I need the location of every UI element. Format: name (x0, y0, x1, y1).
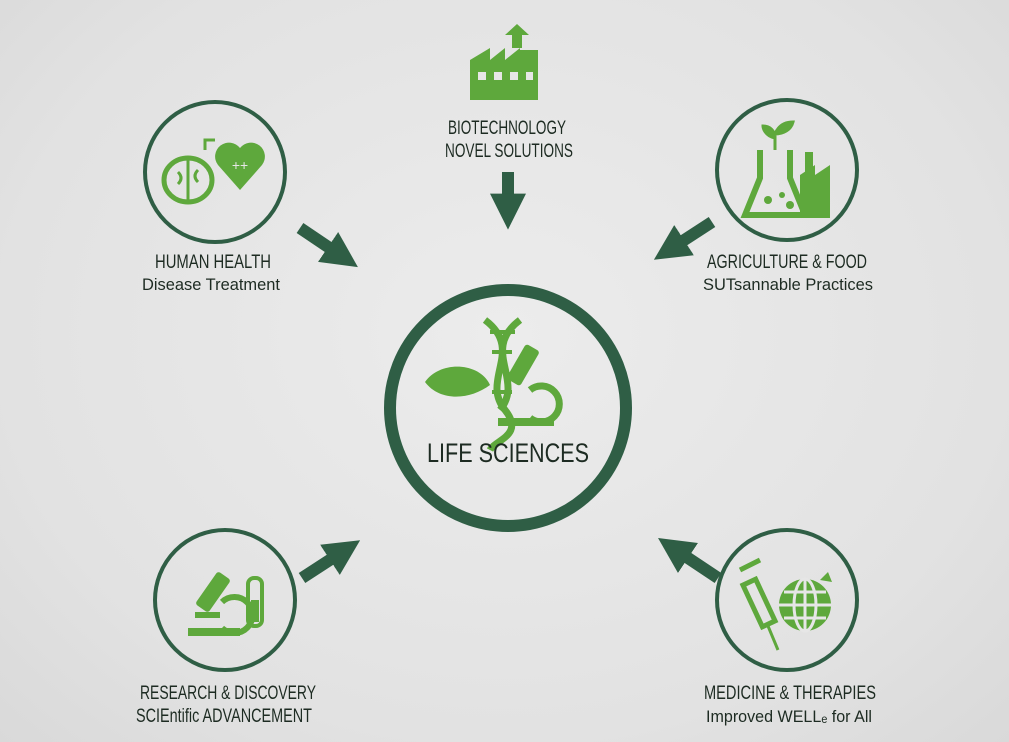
node-subtitle: NOVEL SOLUTIONS (445, 141, 573, 162)
node-title: HUMAN HEALTH (155, 252, 271, 273)
arrow (653, 216, 716, 260)
arrow (296, 223, 358, 268)
node-subtitle: Improved WELLₑ for All (706, 707, 872, 726)
flask-plant-factory-icon (740, 120, 830, 218)
node-title: BIOTECHNOLOGY (448, 118, 566, 139)
dna-microscope-leaf-icon (425, 317, 563, 453)
factory-growth-icon (470, 24, 538, 100)
node-title: MEDICINE & THERAPIES (704, 683, 876, 704)
node-subtitle: Disease Treatment (142, 275, 280, 294)
node-biotechnology: BIOTECHNOLOGY NOVEL SOLUTIONS (445, 24, 573, 230)
svg-text:++: ++ (232, 157, 248, 173)
center-node: LIFE SCIENCES (384, 284, 632, 532)
node-subtitle: SCIEntific ADVANCEMENT (136, 706, 312, 727)
microscope-testtube-icon (188, 572, 264, 636)
node-title: RESEARCH & DISCOVERY (140, 683, 316, 704)
arrow (298, 540, 361, 584)
node-title: AGRICULTURE & FOOD (707, 252, 867, 273)
arrow (658, 538, 722, 583)
node-medicine-therapies: MEDICINE & THERAPIES Improved WELLₑ for … (658, 528, 876, 726)
node-subtitle: SUTsannable Practices (703, 275, 873, 294)
node-research-discovery: RESEARCH & DISCOVERY SCIEntific ADVANCEM… (136, 528, 361, 727)
brain-heart-icon: ++ (161, 138, 265, 205)
node-agriculture-food: AGRICULTURE & FOOD SUTsannable Practices (653, 98, 873, 294)
syringe-globe-icon (738, 557, 832, 651)
center-title: LIFE SCIENCES (427, 438, 589, 468)
node-human-health: ++ HUMAN HEALTH Disease Treatment (142, 100, 358, 294)
